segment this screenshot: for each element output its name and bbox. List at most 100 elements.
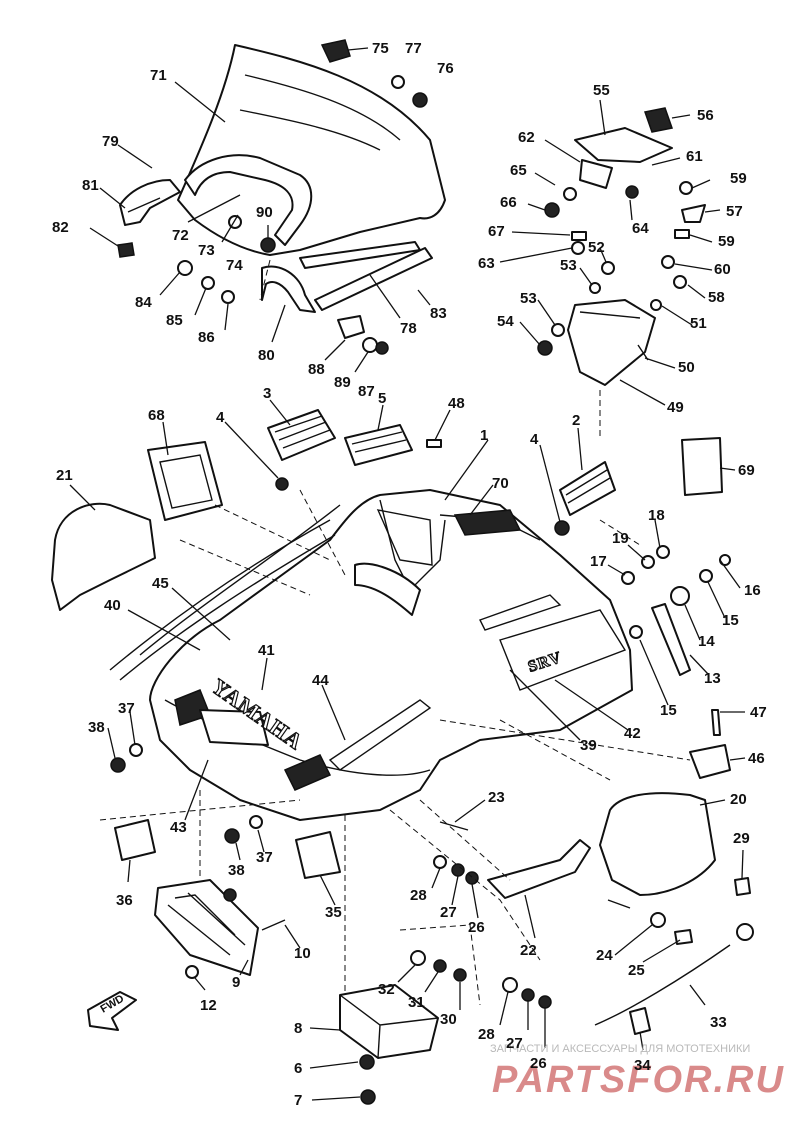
part-label: 43 bbox=[170, 819, 187, 836]
fasteners-right bbox=[650, 181, 706, 311]
part-label: 31 bbox=[408, 994, 425, 1011]
part-label: 9 bbox=[232, 974, 240, 991]
part-label: 41 bbox=[258, 642, 275, 659]
control-cable bbox=[594, 923, 754, 1035]
part-label: 60 bbox=[714, 261, 731, 278]
part-label: 16 bbox=[744, 582, 761, 599]
part-label: 81 bbox=[82, 177, 99, 194]
part-label: 28 bbox=[478, 1026, 495, 1043]
part-label: 19 bbox=[612, 530, 629, 547]
part-label: 72 bbox=[172, 227, 189, 244]
part-label: 32 bbox=[378, 981, 395, 998]
side-cover bbox=[51, 502, 156, 611]
hinge-bracket-left bbox=[114, 819, 156, 861]
part-label: 20 bbox=[730, 791, 747, 808]
part-label: 22 bbox=[520, 942, 537, 959]
part-label: 7 bbox=[294, 1092, 302, 1109]
part-number-labels: 75 77 76 71 79 81 82 72 73 74 90 84 85 8… bbox=[52, 40, 767, 1109]
part-label: 24 bbox=[596, 947, 613, 964]
part-label: 10 bbox=[294, 945, 311, 962]
part-label: 4 bbox=[216, 409, 225, 426]
part-label: 2 bbox=[572, 412, 580, 429]
part-label: 15 bbox=[660, 702, 677, 719]
part-label: 68 bbox=[148, 407, 165, 424]
part-label: 27 bbox=[506, 1035, 523, 1052]
part-label: 13 bbox=[704, 670, 721, 687]
part-label: 42 bbox=[624, 725, 641, 742]
part-label: 35 bbox=[325, 904, 342, 921]
part-label: 78 bbox=[400, 320, 417, 337]
part-label: 29 bbox=[733, 830, 750, 847]
part-label: 90 bbox=[256, 204, 273, 221]
nuts-lower-left bbox=[110, 743, 263, 844]
part-label: 74 bbox=[226, 257, 243, 274]
part-label: 66 bbox=[500, 194, 517, 211]
hand-grip bbox=[119, 179, 181, 226]
part-label: 53 bbox=[520, 290, 537, 307]
part-label: 48 bbox=[448, 395, 465, 412]
part-label: 27 bbox=[440, 904, 457, 921]
part-label: 38 bbox=[88, 719, 105, 736]
part-label: 59 bbox=[730, 170, 747, 187]
linkage-rod bbox=[621, 545, 731, 676]
part-label: 80 bbox=[258, 347, 275, 364]
fastener-75 bbox=[320, 39, 428, 108]
part-label: 18 bbox=[648, 507, 665, 524]
part-label: 4 bbox=[530, 431, 539, 448]
part-label: 55 bbox=[593, 82, 610, 99]
part-label: 1 bbox=[480, 427, 488, 444]
part-label: 15 bbox=[722, 612, 739, 629]
support-bracket bbox=[433, 821, 591, 899]
lower-grille bbox=[154, 879, 286, 979]
part-label: 54 bbox=[497, 313, 514, 330]
part-label: 6 bbox=[294, 1060, 302, 1077]
part-label: 62 bbox=[518, 129, 535, 146]
part-label: 46 bbox=[748, 750, 765, 767]
part-label: 37 bbox=[118, 700, 135, 717]
engine-hood: YAMAHA SRV bbox=[149, 489, 633, 821]
fasteners-left bbox=[117, 215, 276, 304]
windshield-bracket bbox=[261, 265, 316, 313]
windshield bbox=[177, 44, 446, 256]
part-label: 38 bbox=[228, 862, 245, 879]
part-label: 86 bbox=[198, 329, 215, 346]
part-label: 61 bbox=[686, 148, 703, 165]
decal-panel bbox=[681, 437, 723, 496]
windshield-trim bbox=[299, 241, 433, 311]
part-label: 70 bbox=[492, 475, 509, 492]
part-label: 39 bbox=[580, 737, 597, 754]
hood-latch bbox=[689, 709, 731, 779]
part-label: 73 bbox=[198, 242, 215, 259]
headlight-frame bbox=[147, 441, 223, 521]
part-label: 67 bbox=[488, 223, 505, 240]
part-label: 12 bbox=[200, 997, 217, 1014]
part-label: 65 bbox=[510, 162, 527, 179]
part-label: 85 bbox=[166, 312, 183, 329]
part-label: 25 bbox=[628, 962, 645, 979]
part-label: 76 bbox=[437, 60, 454, 77]
part-label: 26 bbox=[530, 1055, 547, 1072]
part-label: 21 bbox=[56, 467, 73, 484]
part-label: 44 bbox=[312, 672, 329, 689]
part-label: 50 bbox=[678, 359, 695, 376]
vent-grilles bbox=[267, 409, 616, 536]
part-label: 5 bbox=[378, 390, 386, 407]
side-stripes bbox=[109, 504, 341, 681]
part-label: 63 bbox=[478, 255, 495, 272]
part-label: 53 bbox=[560, 257, 577, 274]
part-label: 75 bbox=[372, 40, 389, 57]
watermark-top-text: ЗАПЧАСТИ И АКСЕССУАРЫ ДЛЯ МОТОТЕХНИКИ bbox=[490, 1043, 750, 1055]
part-label: 77 bbox=[405, 40, 422, 57]
part-label: 45 bbox=[152, 575, 169, 592]
part-label: 47 bbox=[750, 704, 767, 721]
part-label: 58 bbox=[708, 289, 725, 306]
part-label: 8 bbox=[294, 1020, 302, 1037]
part-label: 88 bbox=[308, 361, 325, 378]
part-label: 26 bbox=[468, 919, 485, 936]
forward-arrow: FWD bbox=[87, 991, 137, 1031]
part-label: 51 bbox=[690, 315, 707, 332]
part-label: 23 bbox=[488, 789, 505, 806]
part-label: 69 bbox=[738, 462, 755, 479]
bolts-lower-right bbox=[607, 877, 751, 945]
